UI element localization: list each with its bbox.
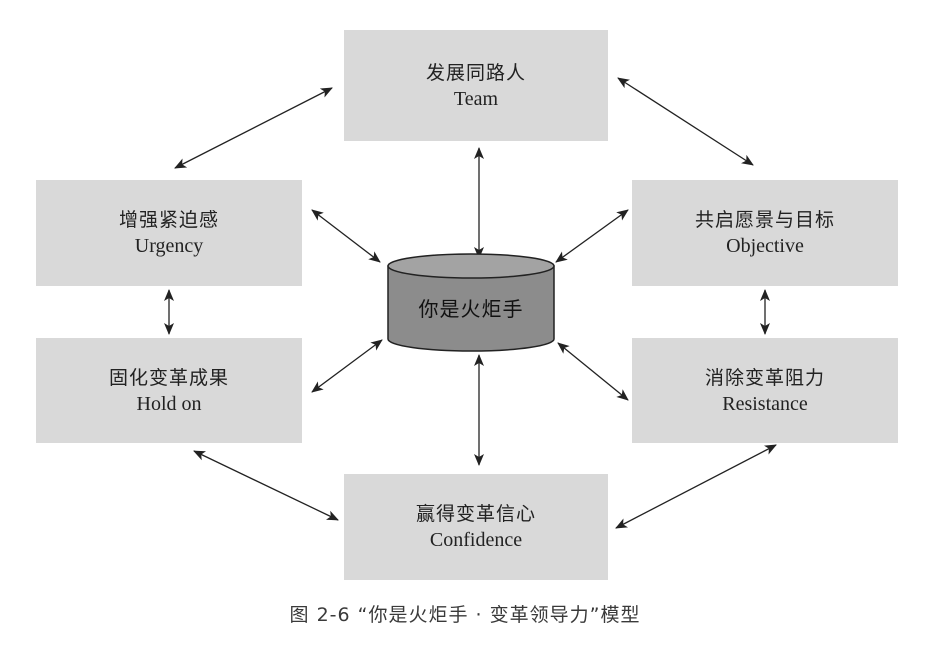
node-team-cn: 发展同路人 — [425, 61, 526, 84]
node-urgency: 增强紧迫感 Urgency — [36, 180, 302, 286]
node-confidence-en: Confidence — [429, 529, 523, 551]
node-team: 发展同路人 Team — [344, 30, 608, 141]
node-hold-on: 固化变革成果 Hold on — [36, 338, 302, 443]
node-hold-on-en: Hold on — [136, 392, 202, 415]
node-objective: 共启愿景与目标 Objective — [632, 180, 898, 286]
node-team-en: Team — [453, 87, 499, 110]
node-resistance: 消除变革阻力 Resistance — [632, 338, 898, 443]
node-objective-cn: 共启愿景与目标 — [694, 209, 835, 231]
node-hold-on-cn: 固化变革成果 — [108, 366, 229, 389]
node-objective-en: Objective — [726, 235, 804, 257]
connection-arrows — [164, 77, 777, 529]
arrow-team-urgency — [174, 87, 333, 169]
node-resistance-en: Resistance — [722, 392, 808, 415]
arrow-center-holdon — [311, 339, 383, 393]
arrow-center-resistance — [557, 342, 629, 401]
node-confidence: 赢得变革信心 Confidence — [344, 474, 608, 580]
center-cylinder — [387, 253, 555, 352]
node-urgency-cn: 增强紧迫感 — [118, 209, 219, 231]
arrow-holdon-confidence — [193, 450, 339, 521]
node-resistance-cn: 消除变革阻力 — [704, 366, 825, 389]
arrow-center-urgency — [311, 209, 381, 263]
center-label: 你是火炬手 — [418, 296, 524, 321]
arrow-resistance-confidence — [615, 444, 777, 529]
node-urgency-en: Urgency — [134, 235, 204, 257]
figure-caption: 图 2-6 “你是火炬手 · 变革领导力”模型 — [289, 604, 641, 626]
arrow-team-objective — [617, 77, 754, 166]
torchbearer-model-diagram: 你是火炬手 发展同路人 Team 增强紧迫感 Urgency 固化变革成果 Ho… — [36, 30, 898, 580]
node-confidence-cn: 赢得变革信心 — [415, 503, 536, 525]
arrow-center-objective — [555, 209, 629, 263]
